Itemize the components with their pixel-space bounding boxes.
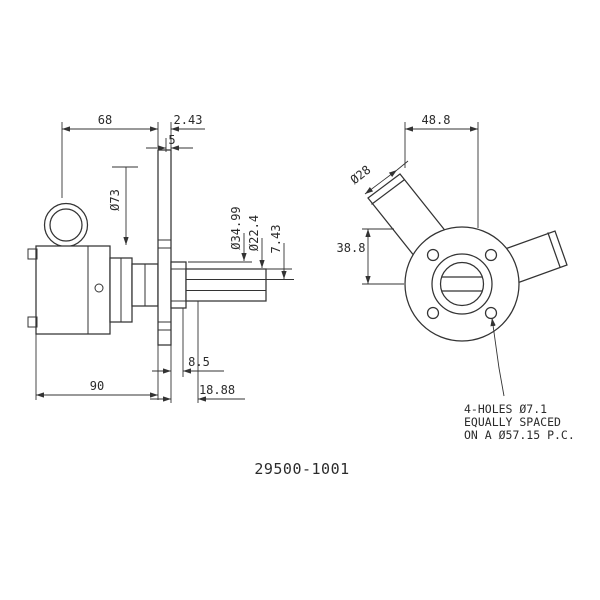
bolt-hole <box>426 306 440 320</box>
hub-circle <box>431 253 493 315</box>
side-view <box>27 149 267 346</box>
inlet-port-bore <box>49 208 83 242</box>
shaft <box>185 268 267 302</box>
pump-housing <box>35 245 111 335</box>
front-view <box>367 173 568 342</box>
dim-18-88-label: 18.88 <box>199 383 235 397</box>
cover-screw <box>27 248 38 260</box>
cam-screw <box>94 283 104 293</box>
part-number-title: 29500-1001 <box>254 460 349 478</box>
note-line-1: 4-HOLES Ø7.1 <box>464 402 547 416</box>
dim-d34-99-label: Ø34.99 <box>229 206 243 249</box>
inlet-port-outer <box>43 202 89 248</box>
dim-8-5-label: 8.5 <box>188 355 210 369</box>
holes-note: 4-HOLES Ø7.1 EQUALLY SPACED ON A Ø57.15 … <box>464 402 575 442</box>
cover-screw <box>27 316 38 328</box>
dim-68-label: 68 <box>98 113 112 127</box>
dimension-lines <box>35 122 505 403</box>
bore-circle <box>439 261 485 307</box>
dim-d73-label: Ø73 <box>108 189 122 211</box>
dim-5-label: 5 <box>168 133 175 147</box>
note-line-2: EQUALLY SPACED <box>464 415 561 429</box>
note-line-3: ON A Ø57.15 P.C. <box>464 428 575 442</box>
dim-48-8-label: 48.8 <box>422 113 451 127</box>
dim-d28-label: Ø28 <box>348 163 374 187</box>
bolt-hole <box>484 248 498 262</box>
dim-38-8-label: 38.8 <box>337 241 366 255</box>
outlet-port-face-line <box>547 232 561 268</box>
flange-circle <box>404 226 520 342</box>
note-leader <box>490 317 505 397</box>
dim-7-43-label: 7.43 <box>269 225 283 254</box>
dim-d22-4-label: Ø22.4 <box>247 215 261 251</box>
side-view-details <box>27 239 267 335</box>
dim-90-label: 90 <box>90 379 104 393</box>
dim-2-43-label: 2.43 <box>174 113 203 127</box>
bolt-hole <box>426 248 440 262</box>
dimension-labels: 68 2.43 5 Ø73 Ø34.99 Ø22.4 7.43 8.5 90 1… <box>90 113 451 397</box>
